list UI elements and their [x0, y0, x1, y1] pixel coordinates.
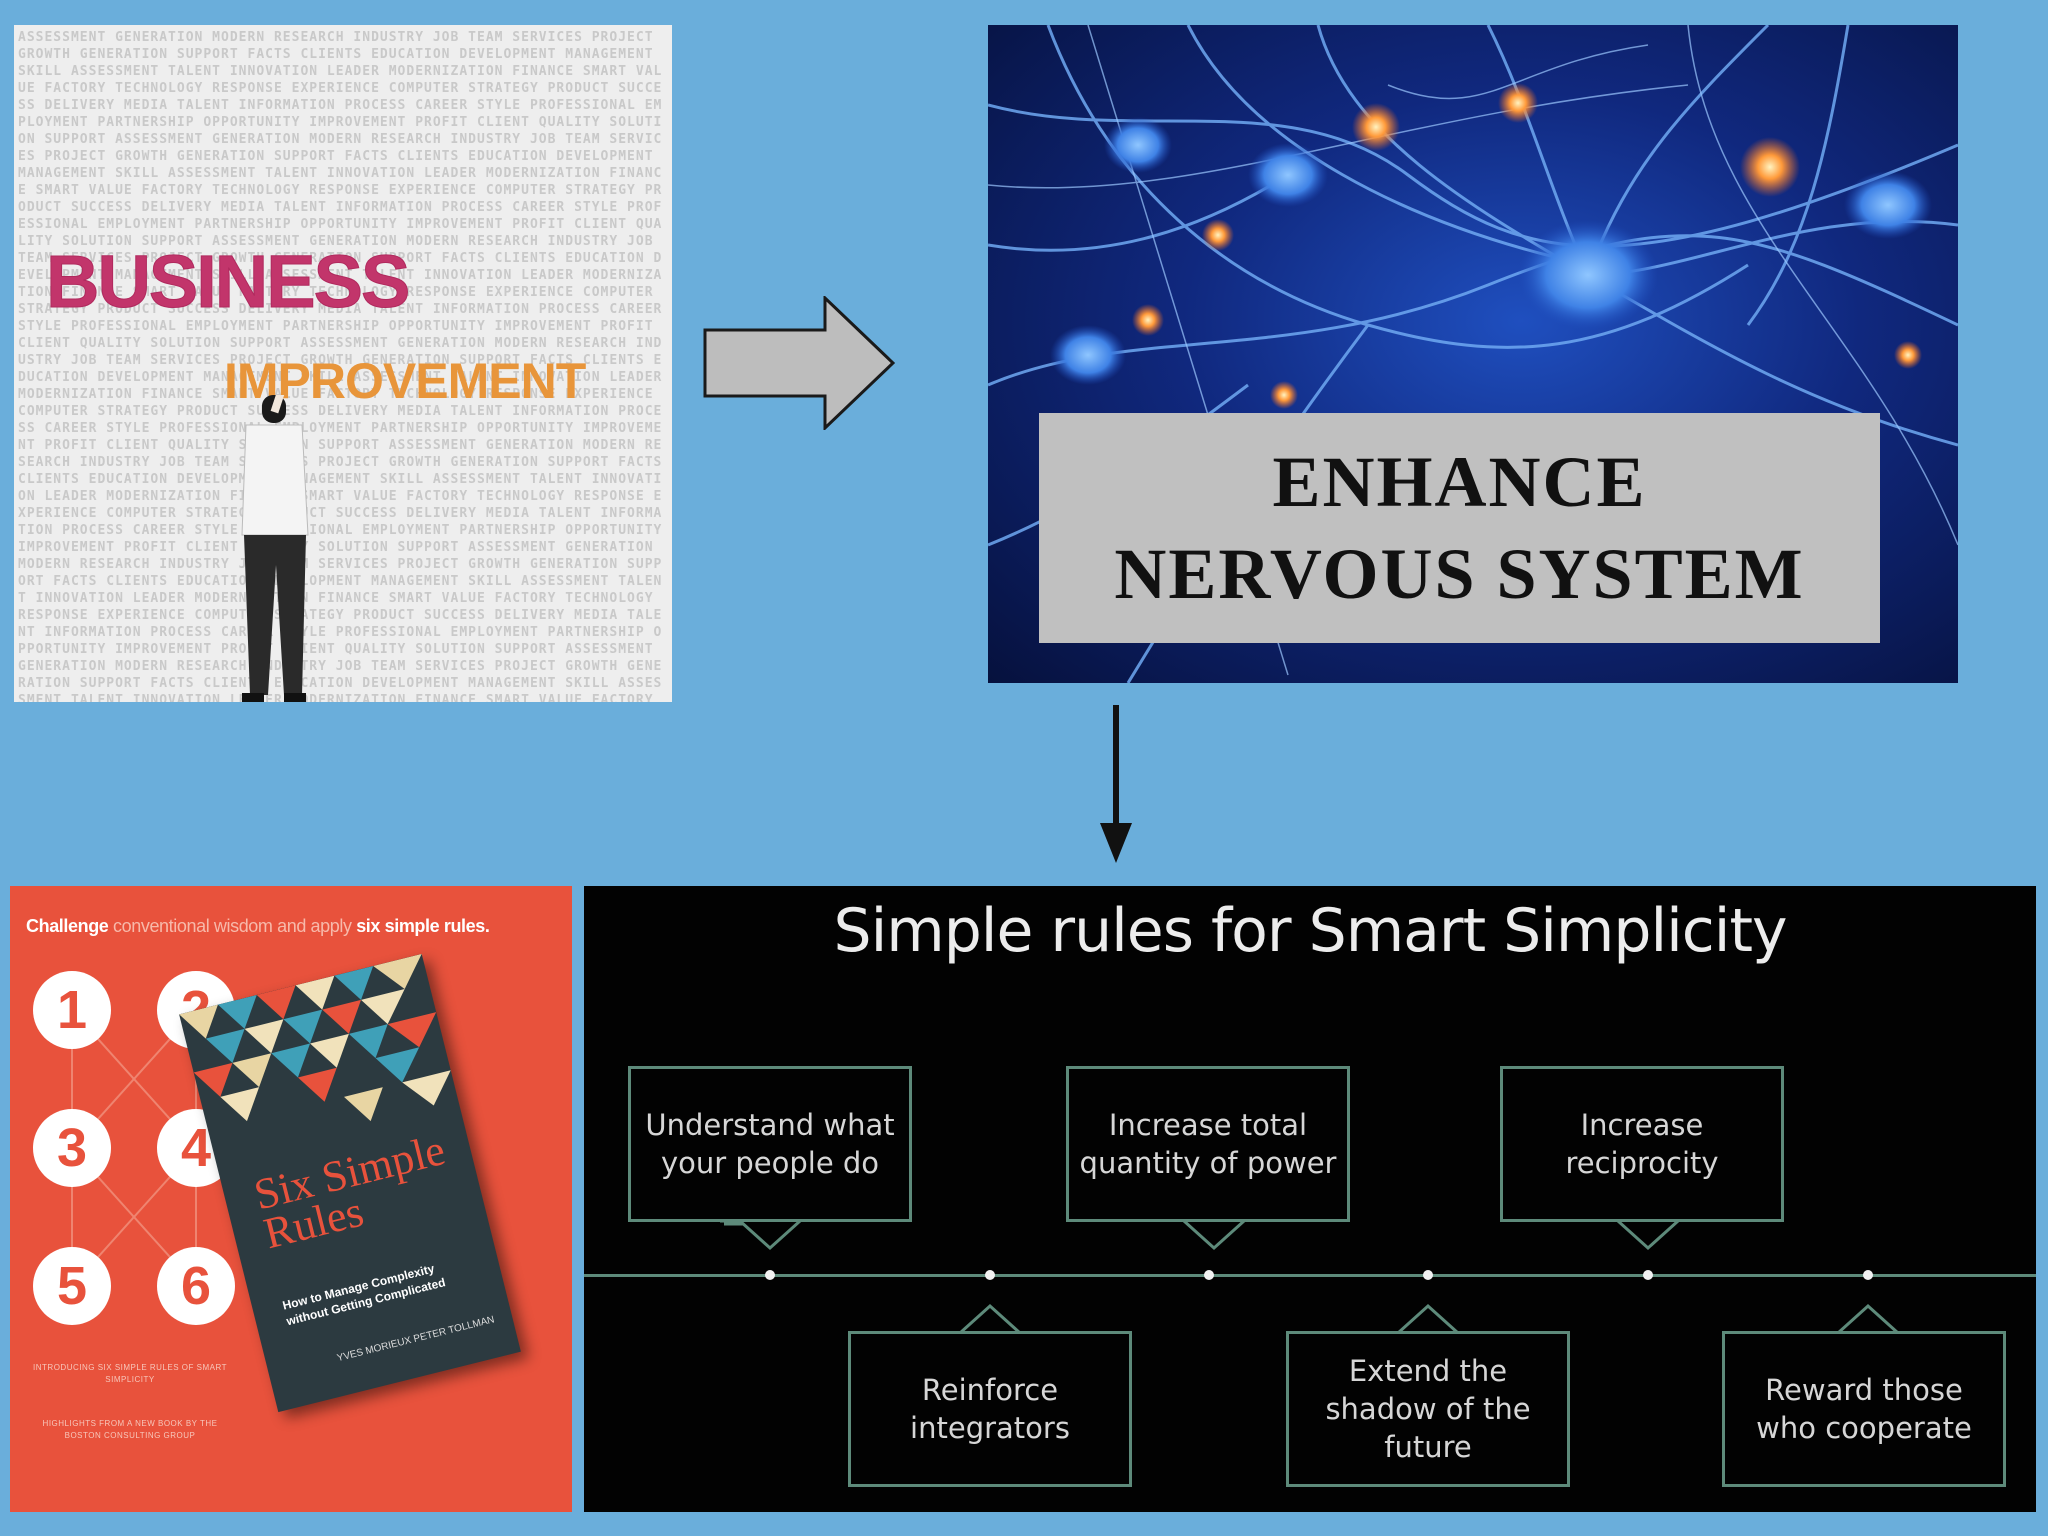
timeline-dot-1 — [765, 1270, 775, 1280]
business-improvement-image: ASSESSMENT GENERATION MODERN RESEARCH IN… — [14, 25, 672, 702]
rule-box-3: Increase total quantity of power — [1066, 1066, 1350, 1222]
rule-box-2: Reinforce integrators — [848, 1331, 1132, 1487]
timeline-dot-4 — [1423, 1270, 1433, 1280]
timeline-dot-6 — [1863, 1270, 1873, 1280]
timeline-dot-3 — [1204, 1270, 1214, 1280]
book-authors: YVES MORIEUX PETER TOLLMAN — [335, 1314, 496, 1365]
rule-number-3: 3 — [33, 1109, 111, 1187]
book-cover-pattern — [179, 953, 451, 1122]
businessman-figure — [241, 395, 309, 702]
arrow-down-icon — [1100, 705, 1132, 863]
word-cloud-background: ASSESSMENT GENERATION MODERN RESEARCH IN… — [18, 30, 663, 702]
timeline-dot-2 — [985, 1270, 995, 1280]
arrow-right-icon — [703, 296, 895, 430]
rule-box-6: Reward those who cooperate — [1722, 1331, 2006, 1487]
rule-number-6: 6 — [157, 1247, 235, 1325]
rule-number-5: 5 — [33, 1247, 111, 1325]
timeline-line — [584, 1274, 2036, 1277]
book-footnote-1: INTRODUCING SIX SIMPLE RULES OF SMART SI… — [33, 1363, 227, 1384]
smart-simplicity-rules-image: Simple rules for Smart Simplicity Unders… — [584, 886, 2036, 1512]
caption-line-2: NERVOUS SYSTEM — [1114, 534, 1805, 614]
rule-box-5: Increase reciprocity — [1500, 1066, 1784, 1222]
book-footnote-2: HIGHLIGHTS FROM A NEW BOOK BY THE BOSTON… — [42, 1419, 218, 1440]
timeline-dot-5 — [1643, 1270, 1653, 1280]
caption-line-1: ENHANCE — [1272, 442, 1647, 522]
book-cover: Six Simple Rules How to Manage Complexit… — [179, 953, 521, 1413]
rules-title: Simple rules for Smart Simplicity — [833, 896, 1787, 966]
rule-box-1: Understand what your people do — [628, 1066, 912, 1222]
caption-box: ENHANCE NERVOUS SYSTEM — [1039, 413, 1880, 643]
improvement-heading: IMPROVEMENT — [224, 353, 586, 409]
rule-number-1: 1 — [33, 971, 111, 1049]
book-subtitle: How to Manage Complexity without Getting… — [281, 1261, 447, 1329]
business-heading: BUSINESS — [45, 240, 410, 324]
neuron-image: ENHANCE NERVOUS SYSTEM — [988, 25, 1958, 683]
book-header-text: Challenge conventional wisdom and apply … — [26, 916, 490, 936]
six-simple-rules-book-image: Challenge conventional wisdom and apply … — [10, 886, 572, 1512]
rule-box-4: Extend the shadow of the future — [1286, 1331, 1570, 1487]
